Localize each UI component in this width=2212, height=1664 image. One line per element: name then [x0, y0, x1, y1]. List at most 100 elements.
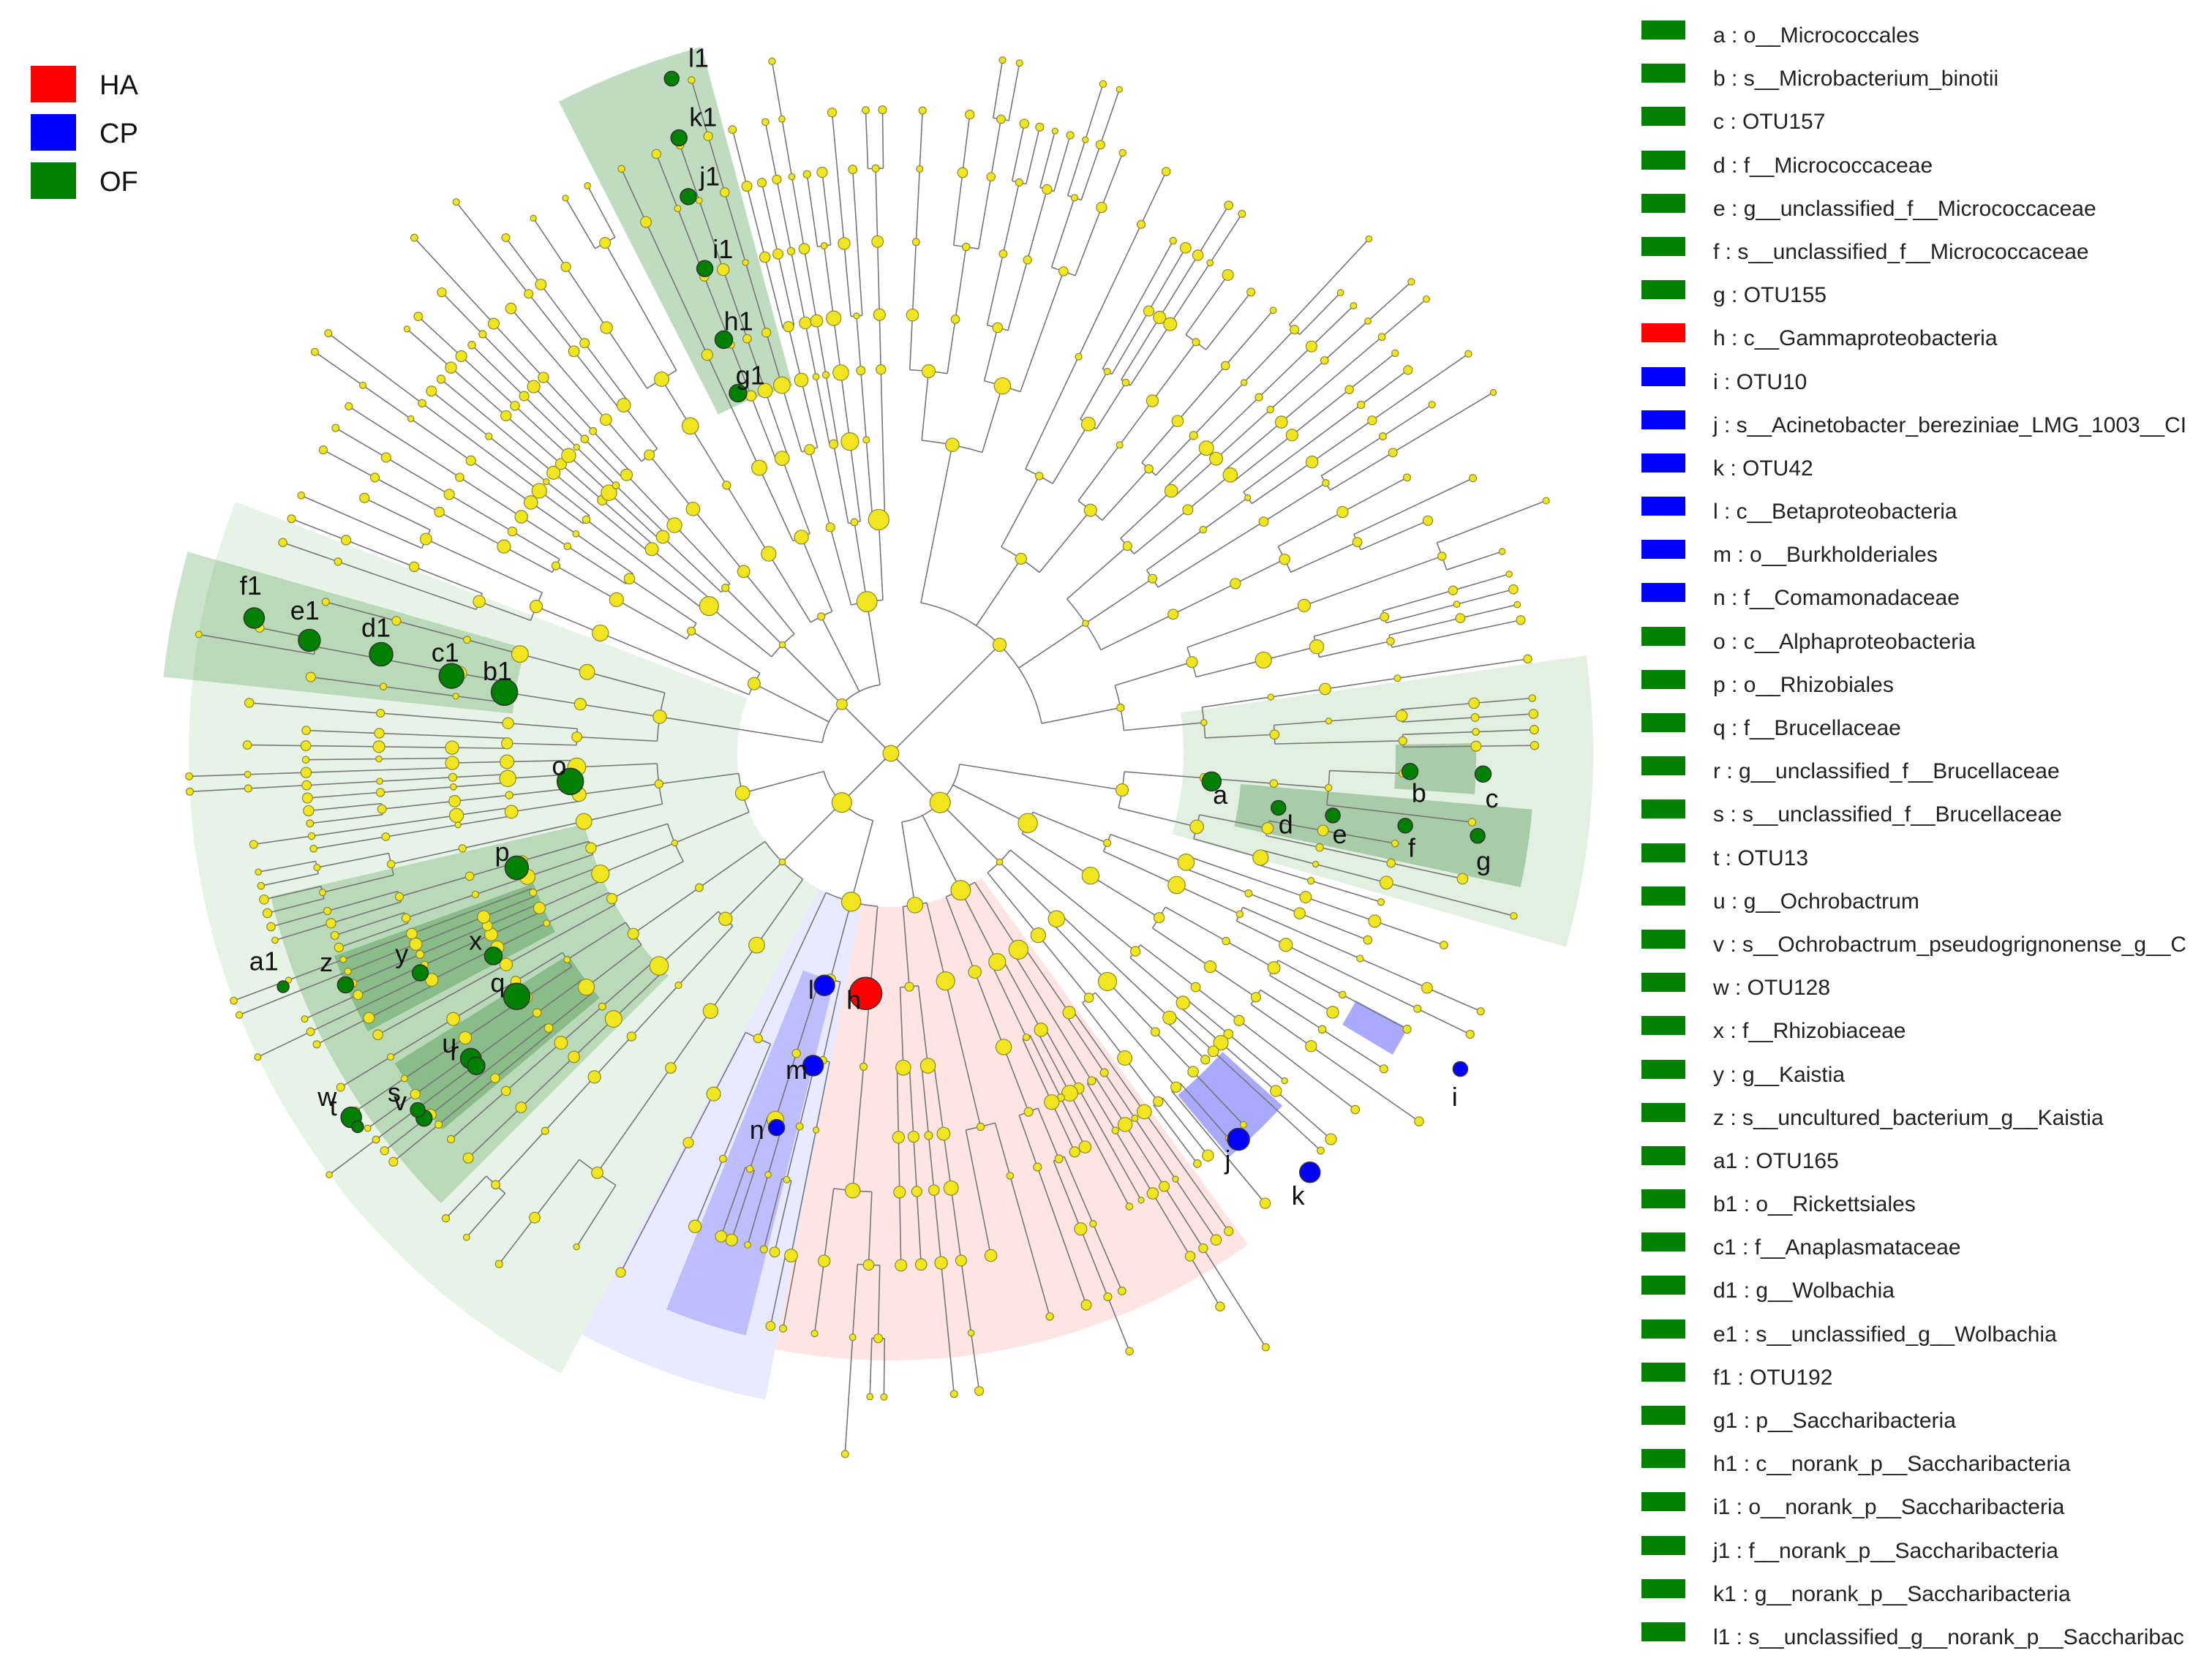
- tree-node: [1099, 80, 1106, 87]
- tree-node: [1146, 395, 1158, 407]
- tree-node: [794, 373, 808, 386]
- tree-node: [302, 793, 312, 803]
- biomarker-label-l1: l1: [688, 42, 709, 72]
- tree-node: [836, 699, 847, 709]
- tree-branch: [494, 324, 543, 377]
- tree-node: [644, 450, 655, 460]
- tree-branch: [1075, 208, 1102, 276]
- tree-node: [449, 795, 461, 807]
- taxa-swatch: [1641, 410, 1685, 429]
- tree-branch: [1019, 623, 1086, 668]
- taxa-swatch: [1641, 194, 1685, 213]
- tree-node: [1031, 928, 1045, 943]
- tree-branch: [802, 537, 832, 611]
- tree-node: [1123, 541, 1132, 550]
- taxa-legend-item-d1: d1 : g__Wolbachia: [1641, 1274, 2212, 1317]
- taxa-swatch: [1641, 1536, 1685, 1555]
- tree-node: [1159, 1181, 1170, 1191]
- tree-node: [803, 170, 810, 178]
- tree-node: [1132, 1115, 1138, 1121]
- tree-node: [1529, 695, 1535, 701]
- taxa-label: d : f__Micrococcaceae: [1713, 154, 1933, 178]
- tree-branch: [1186, 999, 1229, 1034]
- tree-node: [1137, 1104, 1152, 1119]
- tree-node: [581, 435, 588, 443]
- tree-node: [434, 507, 444, 516]
- taxa-label: b : s__Microbacterium_binotii: [1713, 67, 1998, 91]
- tree-branch: [982, 386, 1003, 453]
- tree-branch: [963, 115, 970, 173]
- tree-node: [444, 489, 454, 500]
- tree-node: [1241, 380, 1247, 385]
- tree-node: [1300, 892, 1312, 903]
- biomarker-label-t: t: [330, 1091, 337, 1121]
- tree-node: [312, 348, 319, 355]
- tree-node: [244, 771, 251, 778]
- tree-node: [320, 889, 326, 896]
- tree-branch: [1080, 372, 1107, 419]
- tree-node: [304, 805, 314, 816]
- tree-branch: [529, 294, 574, 352]
- tree-node: [811, 1330, 818, 1337]
- biomarker-node-e1: [298, 629, 320, 651]
- taxa-label: b1 : o__Rickettsiales: [1713, 1192, 1916, 1217]
- tree-node: [1394, 675, 1401, 682]
- tree-branch: [751, 396, 777, 460]
- biomarker-node-q: [503, 983, 530, 1009]
- tree-node: [930, 792, 950, 813]
- tree-node: [324, 907, 331, 914]
- taxa-legend-item-h: h : c__Gammaproteobacteria: [1641, 322, 2212, 365]
- tree-node: [1171, 1082, 1181, 1092]
- tree-node: [376, 788, 384, 797]
- tree-node: [370, 473, 379, 482]
- tree-branch: [1342, 478, 1407, 512]
- tree-branch: [783, 645, 842, 704]
- tree-node: [1530, 742, 1538, 750]
- tree-node: [1408, 279, 1415, 285]
- tree-node: [381, 453, 391, 462]
- tree-node: [341, 535, 350, 545]
- tree-node: [689, 1220, 701, 1232]
- tree-branch: [1235, 435, 1292, 481]
- tree-branch: [842, 704, 891, 753]
- tree-branch: [881, 369, 884, 519]
- tree-branch: [1107, 982, 1155, 1032]
- taxa-legend-item-f: f : s__unclassified_f__Micrococcaceae: [1641, 236, 2212, 279]
- tree-node: [1112, 1127, 1118, 1134]
- tree-node: [761, 546, 776, 561]
- taxa-legend-item-y: y : g__Kaistia: [1641, 1058, 2212, 1102]
- tree-branch: [999, 862, 1056, 919]
- tree-node: [1173, 1176, 1178, 1182]
- tree-node: [426, 386, 437, 396]
- tree-branch: [1203, 1249, 1265, 1347]
- taxa-swatch: [1641, 1449, 1685, 1468]
- tree-node: [418, 399, 426, 407]
- tree-branch: [566, 267, 607, 328]
- tree-node: [306, 820, 314, 827]
- tree-node: [863, 1260, 873, 1270]
- tree-node: [726, 1234, 737, 1246]
- tree-node: [1245, 494, 1251, 500]
- taxa-swatch: [1641, 756, 1685, 775]
- tree-branch: [1008, 260, 1028, 330]
- tree-branch: [691, 631, 760, 673]
- tree-branch: [1170, 263, 1211, 324]
- tree-node: [1423, 516, 1433, 525]
- tree-branch: [586, 519, 705, 611]
- tree-branch: [1165, 907, 1226, 941]
- tree-node: [564, 543, 571, 549]
- tree-node: [1270, 730, 1279, 739]
- tree-branch: [921, 445, 952, 603]
- tree-branch: [1026, 357, 1079, 470]
- biomarker-node-i: [1453, 1061, 1467, 1076]
- tree-branch: [1052, 197, 1075, 267]
- tree-branch: [792, 177, 805, 249]
- tree-branch: [1155, 1032, 1193, 1072]
- tree-node: [1075, 353, 1082, 360]
- tree-node: [511, 402, 519, 410]
- tree-node: [779, 641, 785, 647]
- tree-node: [1190, 820, 1204, 834]
- biomarker-node-f1: [244, 608, 264, 628]
- tree-branch: [709, 606, 771, 657]
- tree-node: [1131, 946, 1140, 956]
